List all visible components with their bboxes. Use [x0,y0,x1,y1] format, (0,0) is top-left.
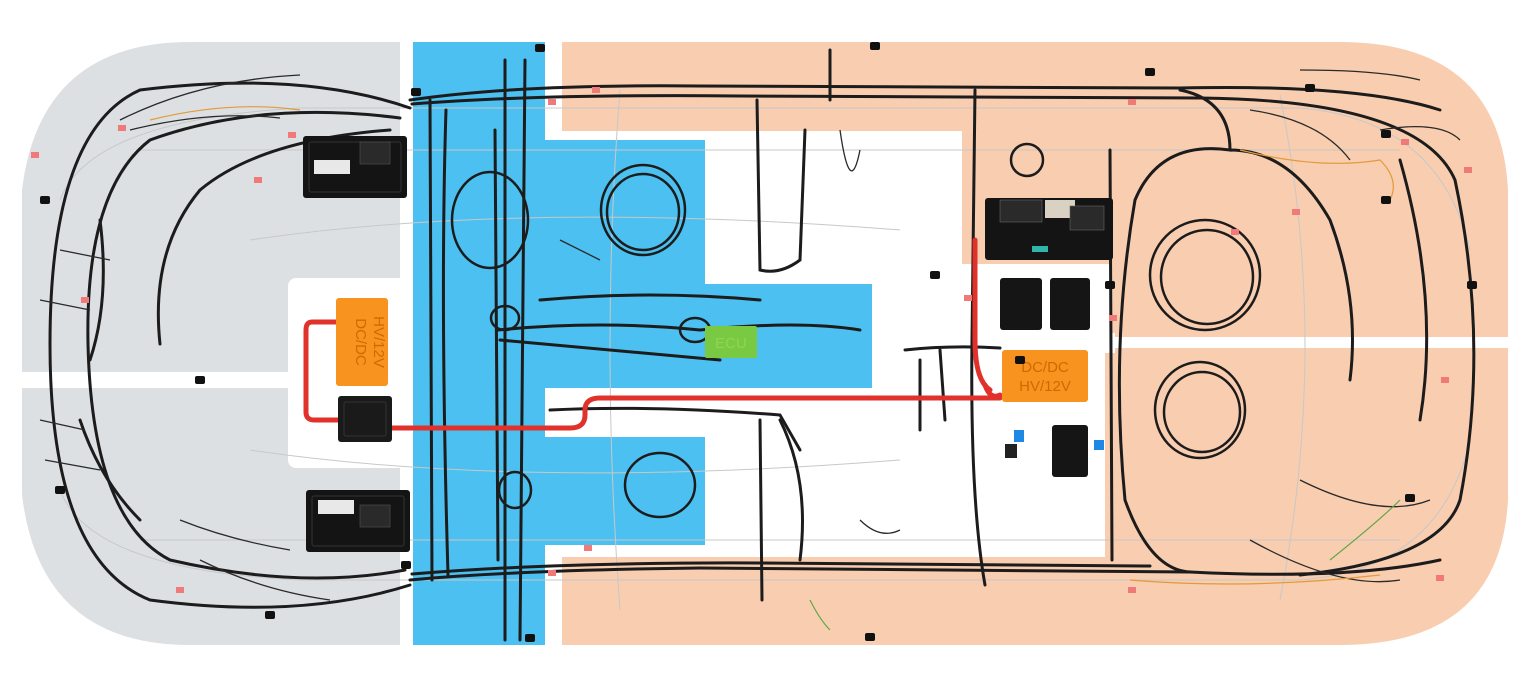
dcdc-left-label-line2: HV/12V [370,316,387,368]
connector-marker [254,177,262,183]
zone-interior [413,42,872,645]
connector-marker [584,545,592,551]
connector-marker [1436,575,1444,581]
connector-marker [1231,229,1239,235]
module-rear-3 [1052,425,1088,477]
connector-plug [930,271,940,279]
connector-plug [1405,494,1415,502]
fuse-box-front-top [303,136,407,198]
connector-plug [865,633,875,641]
connector-marker [548,99,556,105]
connector-plug [1305,84,1315,92]
connector-marker [1128,99,1136,105]
connector-plug [195,376,205,384]
connector-marker [1401,139,1409,145]
zone-layer [22,42,1510,645]
connector-plug [1015,356,1025,364]
connector-marker [176,587,184,593]
dcdc-right-label-line1: DC/DC [1021,359,1069,376]
connector-marker [31,152,39,158]
connector-plug [1145,68,1155,76]
connector-plug [1467,281,1477,289]
connector-plug [1381,130,1391,138]
connector-plug [401,561,411,569]
orange-wires [149,106,1394,585]
connector-marker [1464,167,1472,173]
connector-plug [55,486,65,494]
hv-cable [303,237,1003,431]
connector-marker [592,87,600,93]
fuse-box-front-bottom [306,490,410,552]
zone-rear [562,42,1508,645]
connector-marker [1128,587,1136,593]
connector-plug [525,634,535,642]
connector-plugs [40,42,1477,642]
connector-marker [548,570,556,576]
dcdc-right-label-line2: HV/12V [1019,378,1071,395]
module-rear-2 [1050,278,1090,330]
dcdc-converter-left: DC/DC HV/12V [336,298,388,386]
connector-plug [40,196,50,204]
relay-blue [1005,430,1104,458]
connector-plug [535,44,545,52]
connector-markers [31,87,1472,593]
connector-marker [288,132,296,138]
connector-marker [964,295,972,301]
dcdc-left-label-line1: DC/DC [352,318,369,366]
green-wires [809,499,1401,631]
connector-marker [118,125,126,131]
fuse-box-rear [985,198,1113,260]
connector-plug [411,88,421,96]
connector-marker [1109,315,1117,321]
connector-plug [870,42,880,50]
connector-plug [265,611,275,619]
connector-plug [1105,281,1115,289]
coiled-loops [450,142,1262,519]
connector-plug [1381,196,1391,204]
zone-divider [1115,337,1510,348]
connector-marker [81,297,89,303]
battery-module-left [338,396,392,442]
ecu-label: ECU [715,335,747,352]
detail-wires [39,69,1461,601]
dcdc-converter-right: DC/DC HV/12V [1002,350,1088,402]
connector-marker [1441,377,1449,383]
connector-marker [1292,209,1300,215]
ecu-module: ECU [705,326,757,358]
module-rear-1 [1000,278,1042,330]
wire-harness [48,48,1476,642]
